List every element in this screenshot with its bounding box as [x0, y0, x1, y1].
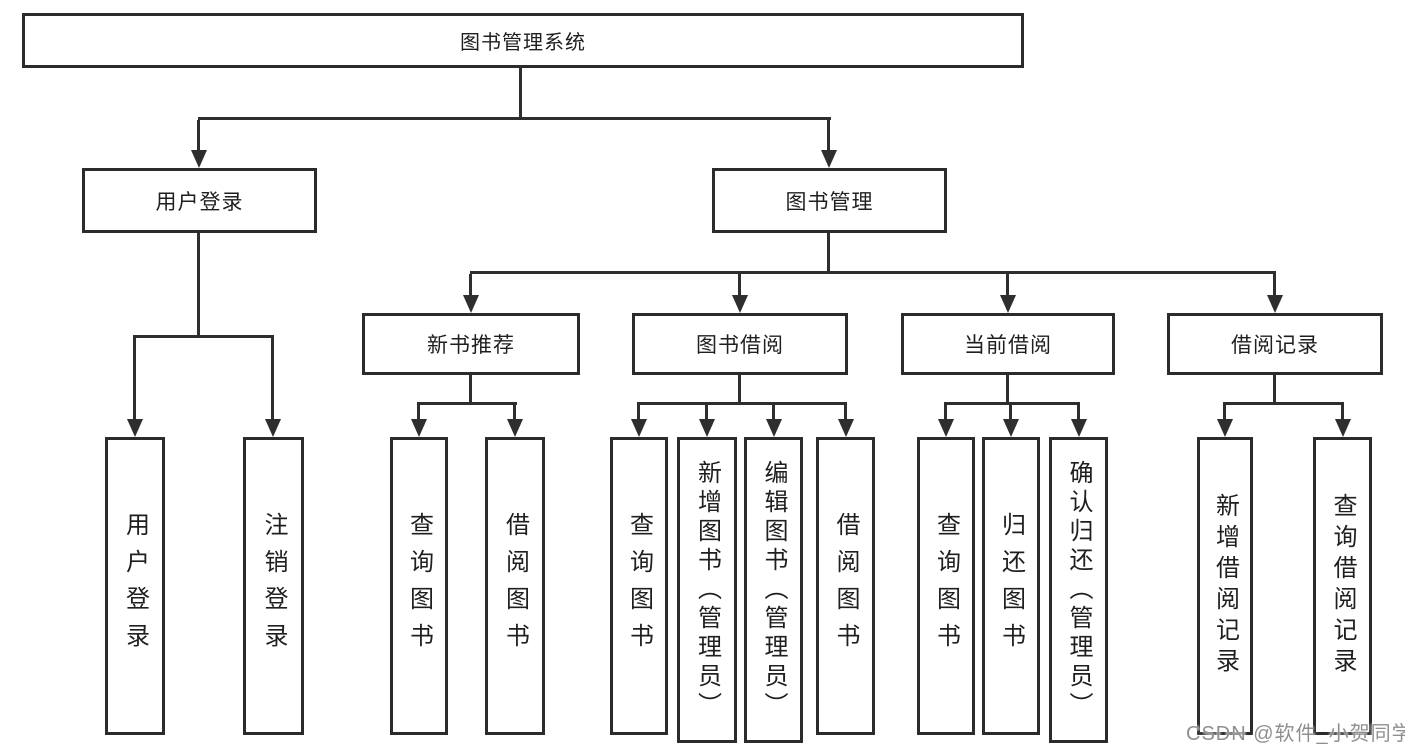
node-book-management-label: 图书管理	[785, 190, 874, 214]
arrow-bb-edit-icon	[766, 419, 782, 437]
leaf-cb-query-books-label: 查询图书	[932, 512, 960, 660]
connector-bb-stem	[738, 375, 741, 402]
arrow-bb-borrow-icon	[838, 419, 854, 437]
connector-stem-cb-query	[944, 405, 947, 420]
leaf-bb-add-books-admin: 新增图书（管理员）	[677, 437, 737, 743]
connector-stem-current-borrow	[1006, 274, 1009, 296]
arrow-leaf-logout-icon	[265, 419, 281, 437]
arrow-nbr-query-icon	[411, 419, 427, 437]
connector-stem-book-mgmt	[827, 120, 830, 151]
leaf-br-add-record: 新增借阅记录	[1197, 437, 1253, 735]
arrow-current-borrow-icon	[1000, 295, 1016, 313]
node-new-book-recommend-label: 新书推荐	[427, 334, 515, 357]
connector-stem-nbr-query	[417, 405, 420, 420]
node-book-borrowing-label: 图书借阅	[696, 334, 784, 357]
arrow-user-login-icon	[191, 150, 207, 168]
connector-stem-leaf-logout	[271, 338, 274, 420]
connector-level3-rail	[470, 271, 1276, 274]
leaf-user-login-label: 用户登录	[121, 512, 149, 660]
arrow-new-book-icon	[463, 295, 479, 313]
leaf-bb-edit-books-admin: 编辑图书（管理员）	[744, 437, 803, 743]
connector-stem-br-query	[1341, 405, 1344, 420]
connector-stem-cb-return	[1009, 405, 1012, 420]
connector-stem-book-borrow	[738, 274, 741, 296]
arrow-book-mgmt-icon	[821, 150, 837, 168]
connector-user-login-rail	[133, 335, 274, 338]
leaf-logout-label: 注销登录	[260, 512, 287, 660]
connector-nbr-stem	[469, 375, 472, 402]
leaf-logout: 注销登录	[243, 437, 304, 735]
connector-user-login-stem	[197, 233, 200, 335]
connector-stem-bb-edit	[772, 405, 775, 420]
leaf-bb-query-books-label: 查询图书	[625, 512, 653, 660]
leaf-bb-query-books: 查询图书	[610, 437, 668, 735]
leaf-bb-edit-books-admin-label: 编辑图书（管理员）	[760, 459, 787, 721]
connector-level2-rail	[198, 117, 831, 120]
leaf-br-query-record: 查询借阅记录	[1313, 437, 1372, 735]
connector-stem-user-login	[197, 120, 200, 151]
node-borrowing-records-label: 借阅记录	[1231, 334, 1319, 357]
connector-stem-new-book	[469, 274, 472, 296]
node-user-login-group: 用户登录	[82, 168, 317, 233]
leaf-cb-return-books: 归还图书	[982, 437, 1040, 735]
leaf-bb-borrow-books-label: 借阅图书	[832, 512, 859, 660]
leaf-bb-borrow-books: 借阅图书	[816, 437, 875, 735]
csdn-watermark: CSDN @软件_小贺同学	[1186, 723, 1405, 745]
leaf-cb-return-books-label: 归还图书	[997, 512, 1025, 660]
node-user-login-group-label: 用户登录	[155, 190, 244, 214]
node-root: 图书管理系统	[22, 13, 1024, 68]
arrow-br-add-icon	[1217, 419, 1233, 437]
connector-br-stem	[1273, 375, 1276, 402]
connector-stem-bb-borrow	[844, 405, 847, 420]
connector-cb-rail	[944, 402, 1080, 405]
connector-stem-cb-confirm	[1077, 405, 1080, 420]
node-borrowing-records: 借阅记录	[1167, 313, 1383, 375]
leaf-nbr-borrow-books: 借阅图书	[485, 437, 545, 735]
connector-stem-leaf-login	[133, 338, 136, 420]
leaf-user-login: 用户登录	[105, 437, 165, 735]
arrow-cb-query-icon	[938, 419, 954, 437]
node-new-book-recommend: 新书推荐	[362, 313, 580, 375]
connector-stem-br-add	[1223, 405, 1226, 420]
node-root-label: 图书管理系统	[460, 32, 586, 54]
connector-stem-borrow-records	[1273, 274, 1276, 296]
leaf-bb-add-books-admin-label: 新增图书（管理员）	[693, 459, 721, 721]
leaf-br-query-record-label: 查询借阅记录	[1329, 493, 1356, 679]
arrow-br-query-icon	[1335, 419, 1351, 437]
arrow-bb-query-icon	[631, 419, 647, 437]
arrow-cb-confirm-icon	[1071, 419, 1087, 437]
connector-book-mgmt-stem	[827, 233, 830, 271]
leaf-nbr-borrow-books-label: 借阅图书	[501, 512, 529, 660]
connector-root-stem	[519, 68, 522, 117]
arrow-bb-add-icon	[699, 419, 715, 437]
connector-stem-bb-query	[637, 405, 640, 420]
connector-cb-stem	[1006, 375, 1009, 402]
leaf-br-add-record-label: 新增借阅记录	[1211, 493, 1239, 679]
connector-stem-nbr-borrow	[513, 405, 516, 420]
arrow-cb-return-icon	[1003, 419, 1019, 437]
arrow-nbr-borrow-icon	[507, 419, 523, 437]
connector-bb-rail	[637, 402, 847, 405]
arrow-leaf-login-icon	[127, 419, 143, 437]
connector-nbr-rail	[417, 402, 517, 405]
leaf-cb-confirm-return-admin: 确认归还（管理员）	[1049, 437, 1108, 743]
connector-stem-bb-add	[705, 405, 708, 420]
arrow-book-borrow-icon	[732, 295, 748, 313]
connector-br-rail	[1223, 402, 1344, 405]
node-current-borrowing: 当前借阅	[901, 313, 1115, 375]
leaf-nbr-query-books-label: 查询图书	[405, 512, 433, 660]
leaf-cb-confirm-return-admin-label: 确认归还（管理员）	[1065, 459, 1092, 721]
leaf-nbr-query-books: 查询图书	[390, 437, 448, 735]
arrow-borrow-records-icon	[1267, 295, 1283, 313]
node-book-management: 图书管理	[712, 168, 947, 233]
node-current-borrowing-label: 当前借阅	[964, 334, 1052, 357]
leaf-cb-query-books: 查询图书	[917, 437, 975, 735]
node-book-borrowing: 图书借阅	[632, 313, 848, 375]
